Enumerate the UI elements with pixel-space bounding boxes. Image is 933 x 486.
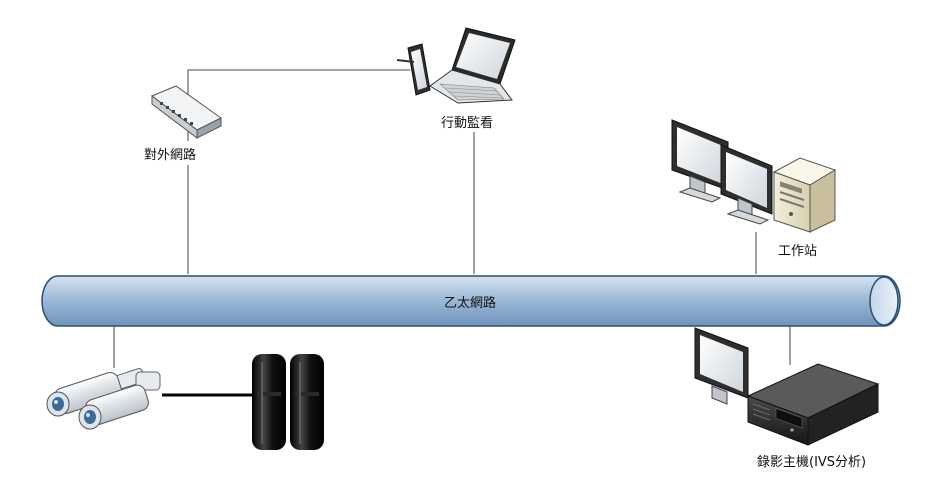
nvr-recorder-icon [694,327,880,446]
monitor-right-icon [720,144,773,225]
beam-detector-left [252,354,286,450]
beam-detector-right [290,354,324,450]
ethernet-pipe [41,275,901,327]
bullet-camera-front [78,371,161,430]
mobile-monitoring-label: 行動監看 [441,116,494,131]
ethernet-label: 乙太網路 [444,296,497,311]
nvr-label: 錄影主機(IVS分析) [757,455,867,470]
nvr-monitor-icon [694,327,749,405]
infrared-beam-detector-icon [252,354,324,450]
tower-pc-icon [772,157,837,233]
internet-label: 對外網路 [144,148,197,163]
workstation-label: 工作站 [778,244,818,259]
link-internet-to-mobile [187,69,410,141]
monitor-left-icon [671,119,729,203]
laptop-and-tablet-icon [396,27,516,104]
workstation-computer-icon [671,119,837,233]
bullet-camera-icon [46,367,161,430]
network-switch-icon [151,85,222,140]
